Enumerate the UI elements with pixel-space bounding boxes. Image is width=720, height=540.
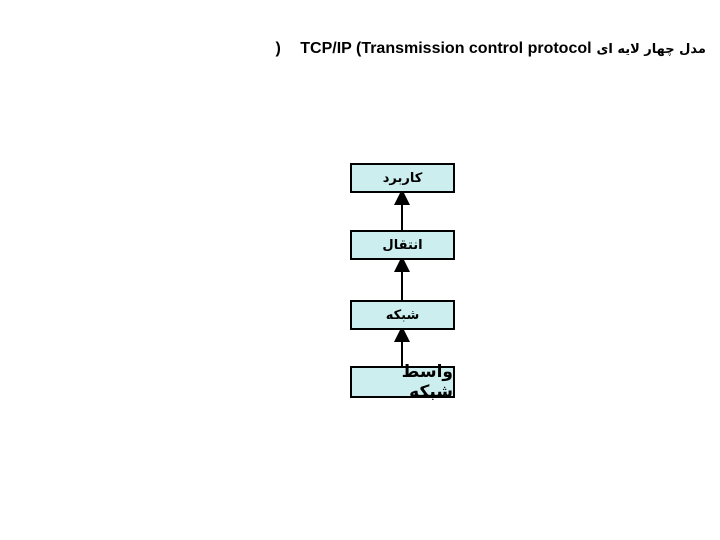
layer-network-interface: واسط شبکه — [350, 362, 455, 402]
layer-application: کاربرد — [350, 163, 455, 193]
layer-network-label: شبکه — [385, 307, 420, 323]
title-persian: مدل چهار لایه ای — [596, 42, 706, 57]
layer-network-interface-label: واسط شبکه — [401, 362, 453, 402]
layer-network: شبکه — [350, 300, 455, 330]
title-trailing-paren: ) — [275, 40, 281, 57]
layer-transport-label: انتقال — [382, 237, 423, 253]
title-latin: TCP/IP (Transmission control protocol — [300, 40, 592, 57]
layer-application-label: کاربرد — [382, 170, 423, 186]
layer-transport: انتقال — [350, 230, 455, 260]
diagram-title: ) TCP/IP (Transmission control protocol … — [66, 40, 706, 58]
